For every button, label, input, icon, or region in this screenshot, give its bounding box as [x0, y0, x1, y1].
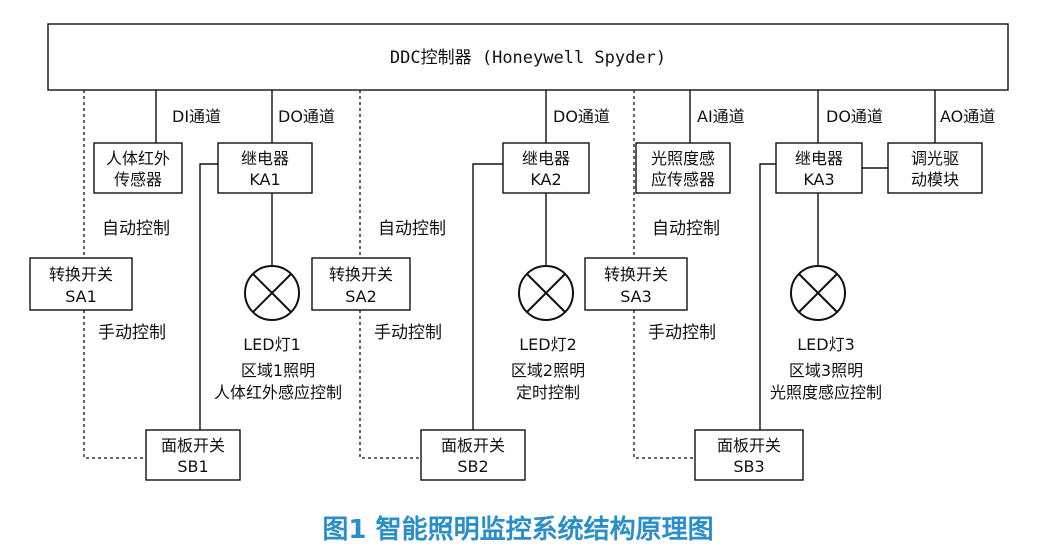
relay-ka1-line1: 继电器	[241, 149, 289, 168]
lamp-1-label: LED灯1	[243, 335, 301, 354]
relay-ka2-line1: 继电器	[522, 149, 570, 168]
zone2-manual-label: 手动控制	[374, 323, 442, 343]
solid-wires	[155, 90, 936, 430]
zone1-desc-line1: 区域1照明	[241, 361, 315, 380]
zone1-manual-label: 手动控制	[98, 323, 166, 343]
lamp-3-icon	[790, 265, 846, 321]
relay-ka1-line2: KA1	[249, 170, 280, 189]
panel-sb2-line1: 面板开关	[441, 436, 505, 455]
relay-ka3-line2: KA3	[803, 170, 834, 189]
switch-sa1-box	[29, 257, 133, 311]
panel-sb3-line1: 面板开关	[717, 436, 781, 455]
panel-sb2-line2: SB2	[457, 457, 488, 476]
panel-sb3-line2: SB3	[733, 457, 764, 476]
channel-ai-label: AI通道	[697, 107, 745, 126]
light-sensor-line1: 光照度感	[651, 149, 715, 168]
channel-di-label: DI通道	[172, 107, 221, 126]
pir-sensor-line2: 传感器	[114, 170, 162, 189]
zone2-desc-line1: 区域2照明	[511, 361, 585, 380]
panel-sb3-box	[694, 429, 804, 481]
light-sensor-line2: 应传感器	[651, 170, 715, 189]
switch-sa2-line1: 转换开关	[329, 265, 393, 284]
panel-sb1-line1: 面板开关	[161, 436, 225, 455]
relay-ka2-line2: KA2	[530, 170, 561, 189]
zone3-desc-line1: 区域3照明	[789, 361, 863, 380]
lamp-1-icon	[244, 265, 300, 321]
zone3-manual-label: 手动控制	[648, 323, 716, 343]
zone2-auto-label: 自动控制	[378, 219, 446, 239]
pir-sensor-line1: 人体红外	[106, 149, 170, 168]
lamp-2-icon	[518, 265, 574, 321]
panel-sb1-line2: SB1	[177, 457, 208, 476]
channel-ao-label: AO通道	[940, 107, 995, 126]
relay-ka1-box	[217, 142, 313, 194]
panel-sb1-box	[145, 429, 241, 481]
switch-sa3-line2: SA3	[620, 287, 652, 306]
switch-sa2-line2: SA2	[345, 287, 377, 306]
switch-sa2-box	[311, 257, 411, 311]
zone3-auto-label: 自动控制	[652, 219, 720, 239]
lamp-3-label: LED灯3	[797, 335, 855, 354]
ddc-label: DDC控制器 (Honeywell Spyder)	[390, 48, 666, 68]
zone2-desc-line2: 定时控制	[516, 383, 580, 402]
dashed-wires	[83, 90, 695, 459]
dimmer-module-line2: 动模块	[911, 170, 959, 189]
dimmer-module-line1: 调光驱	[911, 149, 959, 168]
light-sensor-box	[635, 142, 731, 194]
figure-caption: 图1 智能照明监控系统结构原理图	[322, 514, 713, 545]
relay-ka3-line1: 继电器	[795, 149, 843, 168]
zone1-desc-line2: 人体红外感应控制	[214, 383, 342, 402]
channel-do3-label: DO通道	[826, 107, 883, 126]
channel-do2-label: DO通道	[553, 107, 610, 126]
zone3-desc-line2: 光照度感应控制	[770, 383, 882, 402]
pir-sensor-box	[93, 142, 183, 194]
zone1-auto-label: 自动控制	[102, 219, 170, 239]
switch-sa1-line2: SA1	[65, 287, 97, 306]
switch-sa3-line1: 转换开关	[604, 265, 668, 284]
switch-sa3-box	[584, 257, 688, 311]
ddc-controller-box	[47, 23, 1009, 91]
channel-do1-label: DO通道	[278, 107, 335, 126]
switch-sa1-line1: 转换开关	[49, 265, 113, 284]
lamp-2-label: LED灯2	[519, 335, 577, 354]
